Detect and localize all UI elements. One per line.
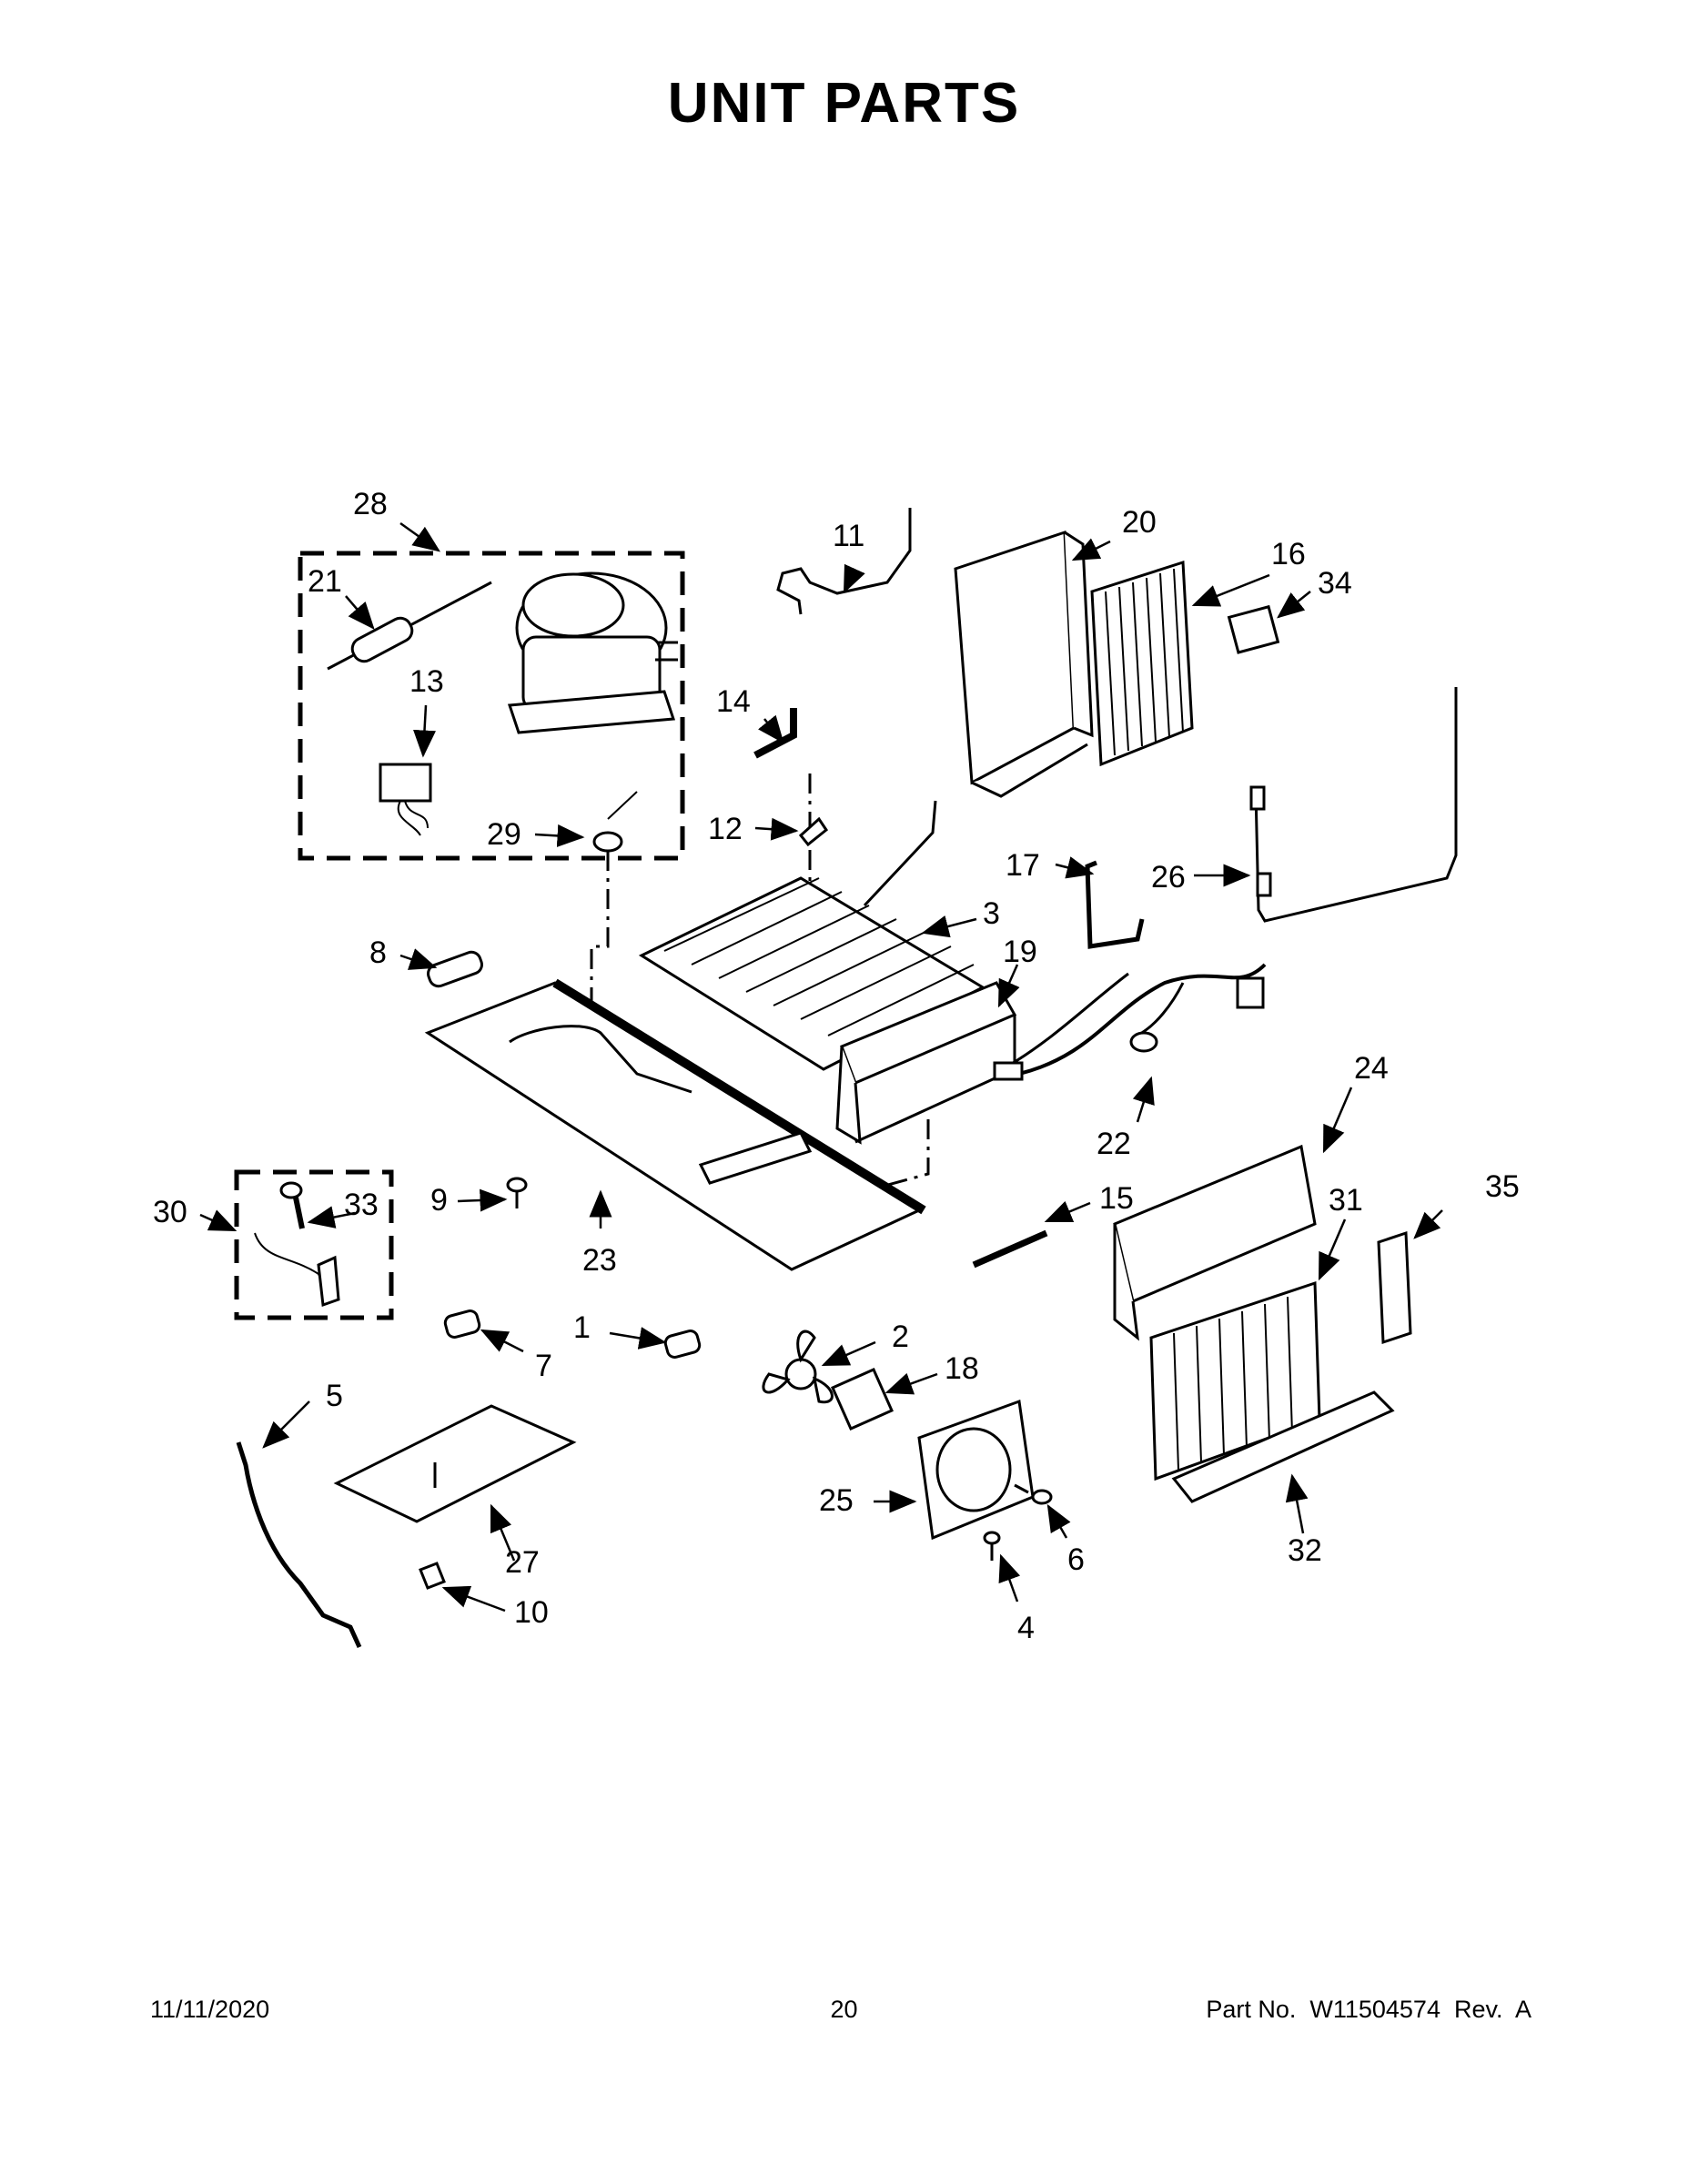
callout-17: 17 xyxy=(1006,848,1040,883)
callout-7: 7 xyxy=(535,1349,552,1383)
part-10-clip xyxy=(419,1562,446,1590)
callout-26: 26 xyxy=(1151,860,1186,895)
compressor-part xyxy=(507,571,678,734)
callout-19: 19 xyxy=(1003,935,1037,969)
clip-12-part xyxy=(798,816,829,847)
wire-harness-part xyxy=(993,963,1267,1081)
drier-part xyxy=(327,581,492,671)
callout-28: 28 xyxy=(353,487,388,521)
start-relay-part xyxy=(379,763,432,836)
callout-3: 3 xyxy=(983,896,1000,931)
condenser-duct-part xyxy=(954,530,1094,798)
assembly-line-compressor xyxy=(590,851,610,1101)
sensor-33-part xyxy=(254,1181,340,1308)
callout-5: 5 xyxy=(326,1379,343,1413)
part-35-block xyxy=(1377,1230,1412,1345)
clip-17-part xyxy=(1085,860,1145,949)
drain-pan-32-part xyxy=(1171,1390,1395,1503)
callout-15: 15 xyxy=(1099,1181,1134,1216)
page-title: UNIT PARTS xyxy=(667,72,1021,135)
callout-29: 29 xyxy=(487,817,521,852)
callout-4: 4 xyxy=(1017,1611,1035,1645)
callout-1: 1 xyxy=(573,1310,591,1345)
bushing-1-part xyxy=(663,1330,702,1359)
callout-10: 10 xyxy=(514,1595,549,1630)
condenser-part xyxy=(1090,560,1194,767)
callout-13: 13 xyxy=(409,664,444,699)
leader-arrows xyxy=(199,521,1443,1613)
screw-4-part xyxy=(983,1531,1001,1561)
bushing-7-part xyxy=(443,1309,481,1339)
callout-30: 30 xyxy=(153,1195,187,1229)
sensor-group-box xyxy=(234,1169,394,1320)
screw-9-part xyxy=(506,1177,528,1208)
callout-14: 14 xyxy=(716,684,751,719)
callout-2: 2 xyxy=(892,1320,909,1354)
callout-6: 6 xyxy=(1067,1542,1085,1577)
callout-34: 34 xyxy=(1318,566,1352,601)
grommet-part xyxy=(592,791,638,853)
compressor-group-box xyxy=(298,551,685,861)
pad-34-part xyxy=(1227,604,1280,654)
footer-date: 11/11/2020 xyxy=(150,1996,270,2023)
callout-25: 25 xyxy=(819,1483,854,1518)
base-plate-part xyxy=(424,978,926,1271)
callout-21: 21 xyxy=(308,564,342,599)
callout-12: 12 xyxy=(708,812,743,846)
capillary-tube-part xyxy=(776,508,912,615)
fan-blade-part xyxy=(762,1330,834,1404)
screw-6-part xyxy=(1014,1483,1053,1505)
thermistor-harness-part xyxy=(1254,687,1458,923)
callout-27: 27 xyxy=(505,1545,540,1580)
callout-labels: 28 21 13 29 11 20 16 34 14 12 17 26 3 8 … xyxy=(153,487,1520,1645)
callout-33: 33 xyxy=(344,1188,379,1222)
callout-20: 20 xyxy=(1122,505,1157,540)
callout-8: 8 xyxy=(369,935,387,970)
callout-35: 35 xyxy=(1485,1169,1520,1204)
callout-9: 9 xyxy=(430,1183,448,1218)
callout-31: 31 xyxy=(1329,1183,1363,1218)
callout-32: 32 xyxy=(1288,1533,1322,1568)
fan-motor-part xyxy=(831,1368,894,1431)
tube-14-part xyxy=(753,708,797,759)
drain-tube-5-part xyxy=(236,1441,362,1649)
footer-page-number: 20 xyxy=(830,1996,858,2023)
callout-22: 22 xyxy=(1097,1127,1131,1161)
cable-tie-15-part xyxy=(972,1229,1048,1269)
callout-11: 11 xyxy=(833,519,864,553)
callout-23: 23 xyxy=(582,1243,617,1278)
part-8-tube xyxy=(427,950,483,988)
bracket-24-part xyxy=(1113,1144,1317,1341)
callout-18: 18 xyxy=(945,1351,979,1386)
evaporator-coil-part xyxy=(638,800,986,1071)
footer-part-number: Part No. W11504574 Rev. A xyxy=(1206,1996,1531,2023)
insulation-mat-part xyxy=(333,1404,577,1523)
callout-24: 24 xyxy=(1354,1051,1389,1086)
callout-16: 16 xyxy=(1271,537,1306,571)
fan-shroud-part xyxy=(917,1399,1035,1541)
